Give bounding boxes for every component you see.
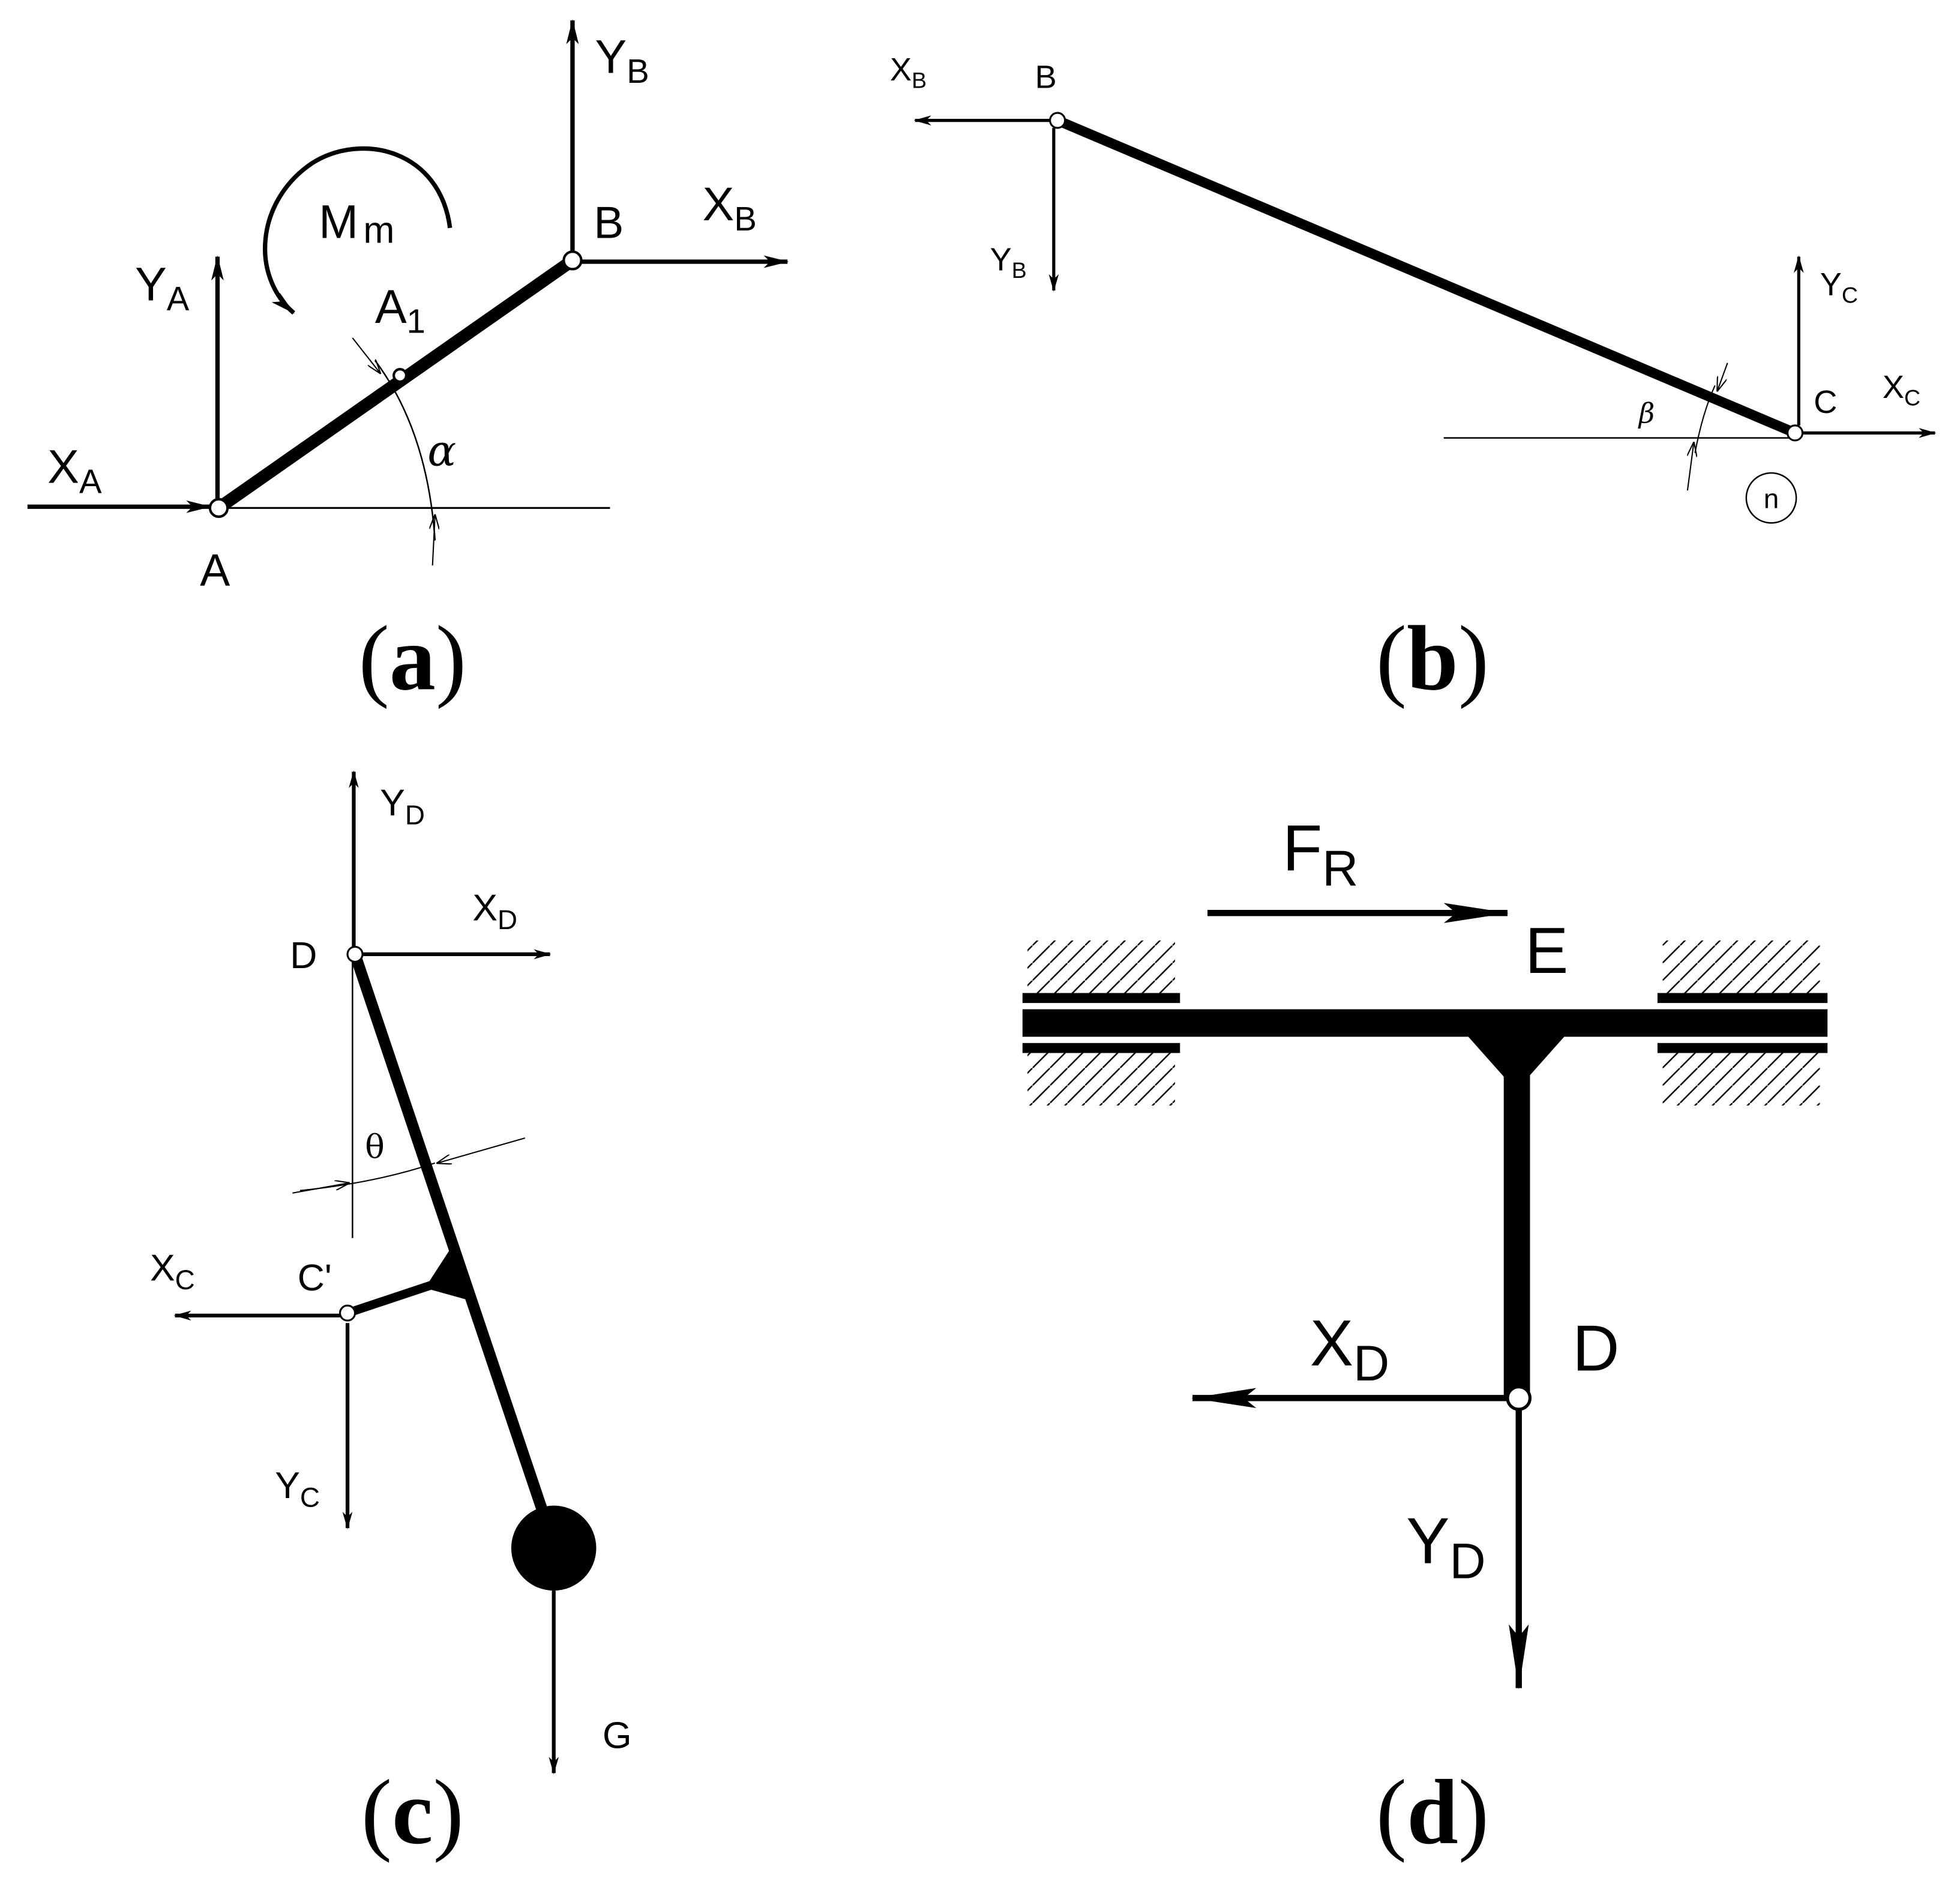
support-hatch-top-right — [1662, 940, 1820, 993]
label-n-circle — [1745, 472, 1797, 524]
slider-stem — [1503, 1033, 1530, 1398]
label-yc-c: YC — [275, 1464, 320, 1513]
label-a1: A1 — [375, 280, 425, 340]
support-hatch-bottom-left — [1027, 1053, 1175, 1106]
label-yb-b: YB — [990, 242, 1027, 283]
guide-plate-top-right — [1657, 993, 1828, 1004]
label-joint-d-d: D — [1572, 1312, 1619, 1385]
pendulum-rod — [349, 948, 560, 1550]
panel-c: YD XD D θ XC C' YC G (c) — [150, 770, 632, 1864]
alpha-tick-bottom — [433, 516, 435, 566]
joint-d-d — [1506, 1385, 1532, 1411]
arm-gusset — [425, 1245, 470, 1301]
label-joint-a: A — [200, 544, 230, 595]
slider-bar — [1022, 1009, 1828, 1037]
panel-d: FR E XD D YD (d) — [1022, 811, 1828, 1864]
label-ya: YA — [135, 257, 190, 318]
label-xc-b: XC — [1883, 369, 1920, 410]
theta-tick-right — [437, 1137, 526, 1163]
label-alpha: α — [427, 426, 456, 475]
theta-tick-left — [292, 1183, 349, 1194]
guide-plate-top-left — [1022, 993, 1180, 1004]
caption-b: (b) — [1376, 607, 1489, 709]
label-joint-d-c: D — [290, 934, 317, 977]
moment-arc — [263, 146, 452, 315]
panel-b: XB B YB YC XC C β n (b) — [890, 52, 1937, 709]
beta-tick-bottom — [1686, 443, 1694, 491]
coupler-link-bc — [1052, 115, 1800, 438]
caption-c: (c) — [361, 1762, 464, 1864]
label-theta: θ — [365, 1128, 385, 1166]
label-joint-b-b: B — [1035, 59, 1057, 95]
label-xb-b: XB — [890, 52, 927, 92]
label-xa: XA — [47, 440, 102, 501]
label-e: E — [1525, 914, 1568, 987]
caption-a: (a) — [359, 607, 467, 709]
label-xd-c: XD — [472, 887, 517, 936]
joint-a1 — [392, 368, 408, 384]
label-xd-d: XD — [1310, 1307, 1389, 1391]
label-yd-d: YD — [1406, 1504, 1485, 1589]
joint-b — [562, 250, 583, 271]
joint-a — [208, 498, 229, 518]
label-yc-b: YC — [1820, 266, 1858, 307]
joint-d-c — [346, 945, 364, 963]
label-joint-b: B — [594, 197, 624, 247]
label-n: n — [1764, 483, 1779, 514]
alpha-tick-top — [352, 337, 380, 373]
label-joint-c-b: C — [1814, 384, 1837, 420]
label-beta: β — [1638, 397, 1655, 430]
alpha-arc — [374, 360, 436, 541]
label-yb: YB — [595, 29, 649, 90]
label-yd-c: YD — [380, 782, 425, 831]
joint-c-prime — [338, 1304, 356, 1322]
caption-d: (d) — [1376, 1762, 1489, 1864]
guide-plate-bottom-left — [1022, 1043, 1180, 1053]
label-joint-c-prime: C' — [298, 1257, 332, 1299]
joint-c-b — [1786, 424, 1804, 442]
label-g: G — [603, 1715, 632, 1757]
theta-arc — [299, 1162, 436, 1191]
label-xb: XB — [703, 177, 757, 238]
support-hatch-bottom-right — [1662, 1053, 1820, 1106]
pendulum-mass — [511, 1505, 597, 1591]
label-fr: FR — [1282, 811, 1358, 896]
crank-link-ab — [212, 254, 579, 514]
guide-plate-bottom-right — [1657, 1043, 1828, 1053]
support-hatch-top-left — [1027, 940, 1175, 993]
beta-tick-top — [1718, 363, 1728, 391]
joint-b-b — [1049, 112, 1066, 129]
label-xc-c: XC — [150, 1247, 195, 1296]
